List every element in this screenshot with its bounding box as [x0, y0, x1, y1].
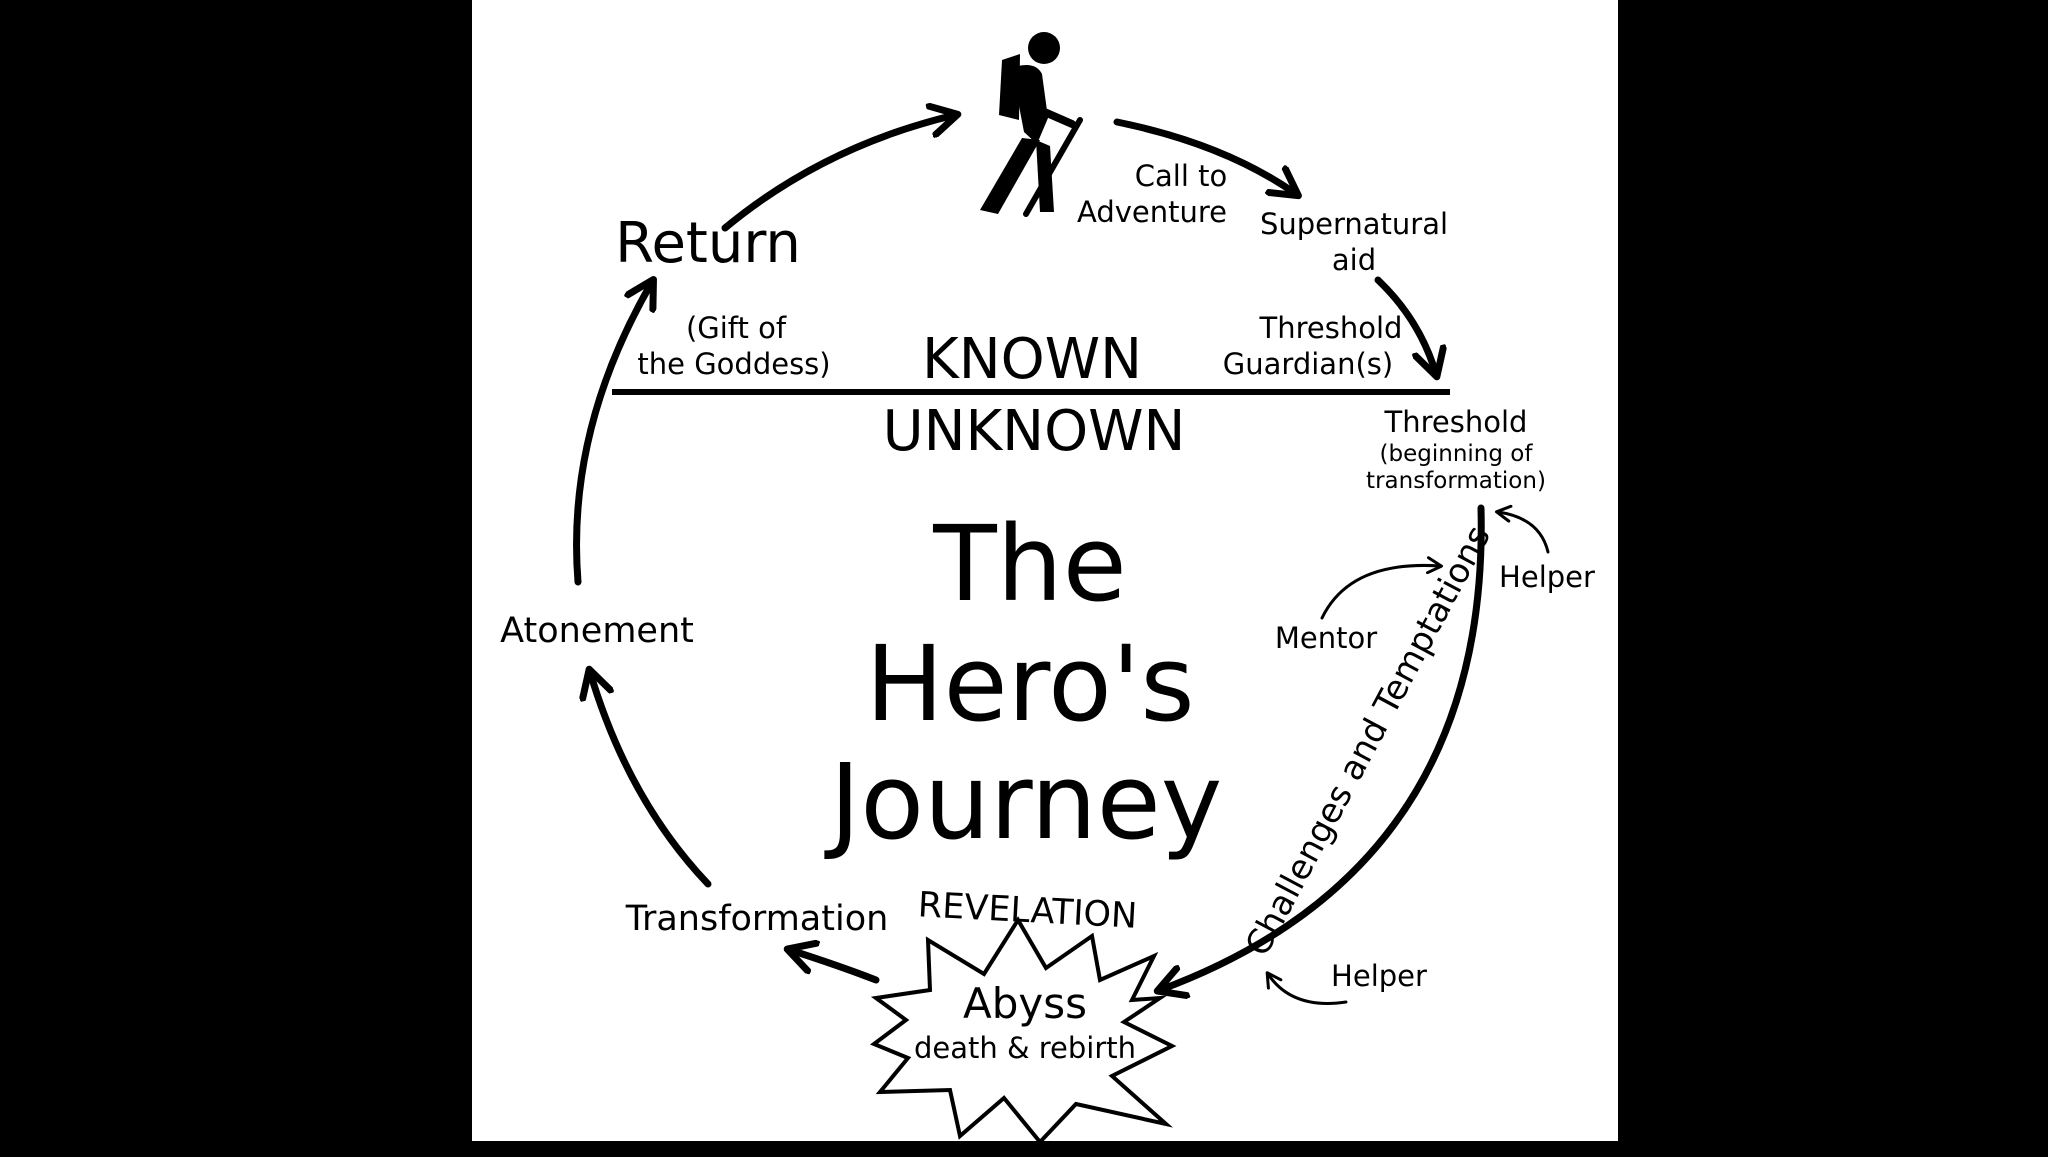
gift-label-2: the Goddess)	[637, 347, 830, 381]
abyss-sub-label: death & rebirth	[914, 1031, 1136, 1065]
abyss-label: Abyss	[963, 979, 1087, 1028]
helper-bottom-arrow	[1265, 971, 1348, 1005]
helper-top-arrow	[1495, 504, 1550, 554]
helper-top-label: Helper	[1499, 560, 1595, 594]
journey-cycle	[573, 115, 1485, 990]
atonement-label: Atonement	[500, 611, 694, 651]
call-to-adventure-label-1: Call to	[1135, 159, 1227, 193]
title-line-2: Hero's	[865, 623, 1194, 745]
threshold-label: Threshold	[1384, 405, 1528, 439]
threshold-guardian-label-1: Threshold	[1259, 311, 1403, 345]
arrow-abyss-to-transformation	[790, 950, 880, 984]
arrow-transformation-to-atonement	[590, 672, 712, 888]
arrow-challenges-to-abyss	[1160, 504, 1485, 990]
hiker-icon	[980, 32, 1083, 217]
transformation-label: Transformation	[625, 899, 889, 939]
threshold-guardian-label-2: Guardian(s)	[1223, 347, 1393, 381]
arrow-atonement-to-return	[573, 282, 652, 586]
arrow-return-to-start	[721, 115, 955, 232]
threshold-sub-label-2: transformation)	[1366, 468, 1546, 494]
call-to-adventure-label-2: Adventure	[1077, 195, 1227, 229]
starburst-icon	[869, 916, 1177, 1146]
helper-bottom-label: Helper	[1331, 959, 1427, 993]
threshold-sub-label-1: (beginning of	[1380, 441, 1534, 467]
unknown-label: UNKNOWN	[883, 399, 1186, 464]
title-line-1: The	[932, 503, 1126, 625]
known-label: KNOWN	[922, 327, 1142, 392]
mentor-label: Mentor	[1275, 621, 1377, 655]
arrow-aid-to-threshold	[1374, 276, 1436, 374]
title-line-3: Journey	[824, 741, 1223, 863]
gift-label-1: (Gift of	[686, 311, 787, 345]
supernatural-aid-label-2: aid	[1332, 243, 1376, 277]
supernatural-aid-label-1: Supernatural	[1260, 207, 1448, 241]
arrow-call-to-aid	[1113, 118, 1296, 194]
mentor-arrow	[1320, 556, 1443, 620]
return-label: Return	[615, 211, 801, 276]
